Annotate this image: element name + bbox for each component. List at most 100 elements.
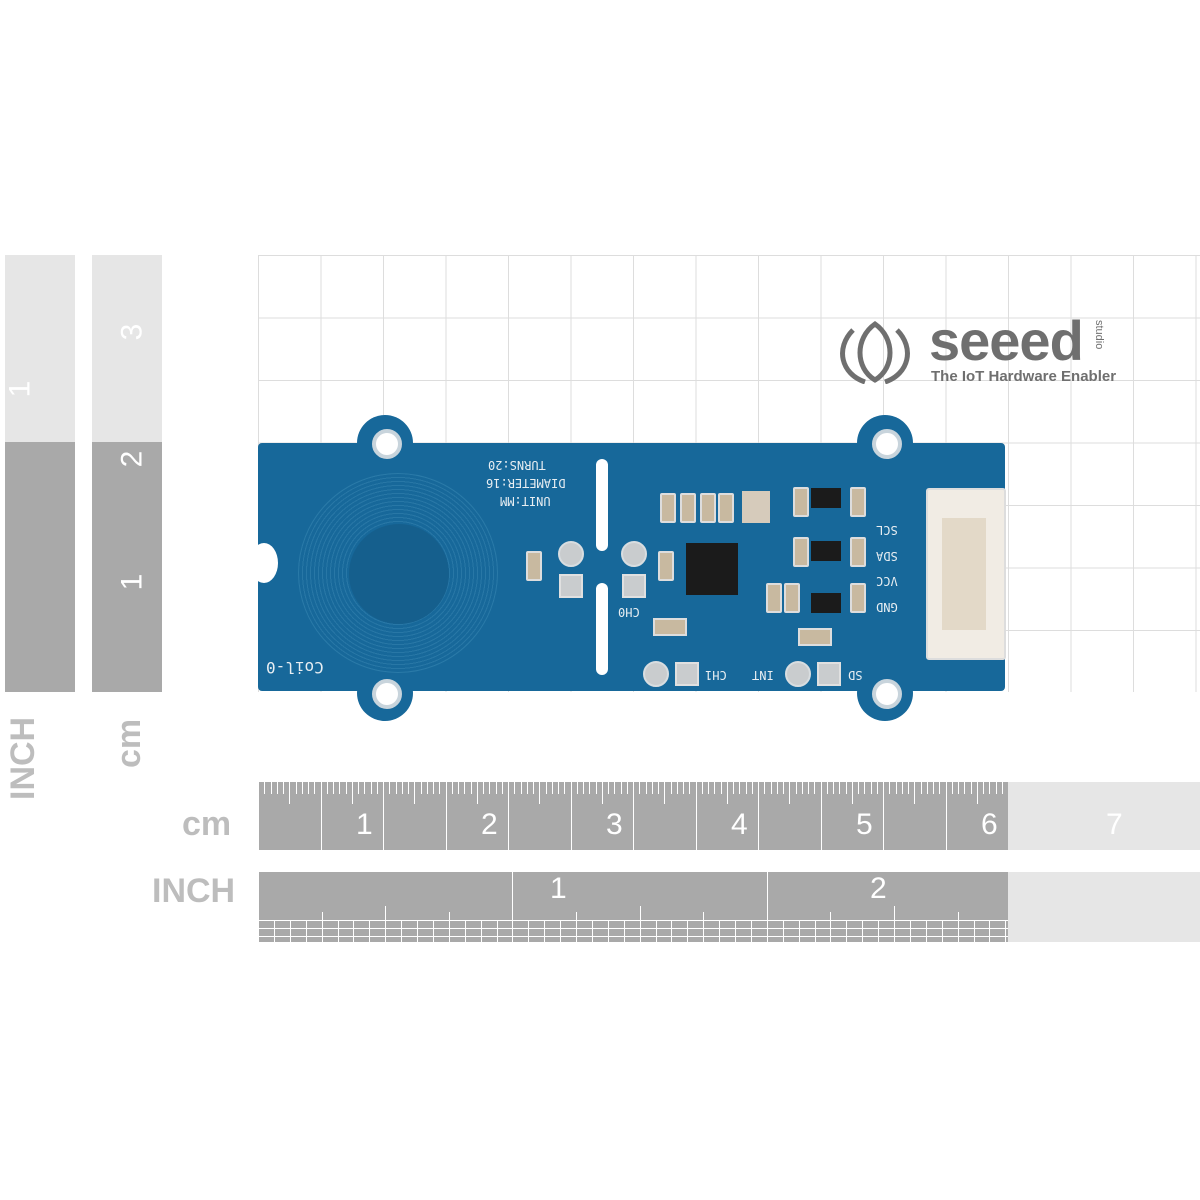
ruler-tick: [258, 872, 259, 942]
ruler-tick: [633, 782, 634, 850]
ruler-tick: [308, 782, 309, 794]
ruler-tick: [939, 782, 941, 794]
ruler-tick: [958, 782, 959, 794]
ruler-tick: [383, 782, 384, 850]
ruler-tick: [301, 782, 303, 794]
ruler-tick: [976, 782, 978, 804]
ch0-pad: [622, 574, 646, 598]
ruler-tick: [439, 782, 441, 794]
ruler-tick: [776, 782, 778, 794]
left-cm-unit: cm: [110, 718, 148, 768]
ruler-tick: [720, 782, 722, 794]
ruler-tick: [539, 782, 541, 804]
ruler-tick: [289, 920, 291, 942]
ruler-tick: [845, 782, 847, 794]
ruler-tick: [745, 782, 747, 794]
ruler-tick: [358, 782, 359, 794]
ruler-tick: [925, 920, 927, 942]
ruler-tick: [337, 920, 339, 942]
ruler-tick: [820, 782, 822, 850]
ruler-tick: [623, 920, 625, 942]
ruler-tick: [739, 782, 741, 794]
inch-label: 1: [550, 872, 567, 905]
sd-label: SD: [848, 668, 863, 682]
ruler-tick: [432, 920, 434, 942]
ruler-tick: [533, 782, 534, 794]
ruler-tick: [683, 782, 684, 794]
ruler-tick: [726, 782, 728, 804]
ruler-tick: [551, 782, 553, 794]
ruler-tick: [689, 782, 691, 794]
ruler-tick: [833, 782, 834, 794]
left-inch-ruler: [5, 442, 75, 692]
ruler-tick: [258, 782, 259, 850]
ruler-tick: [576, 782, 578, 794]
left-cm-ruler-light: [92, 255, 162, 442]
ruler-tick: [339, 782, 341, 794]
ruler-tick: [273, 920, 275, 942]
ruler-tick: [830, 912, 832, 942]
ruler-tick: [639, 906, 641, 942]
ruler-tick: [826, 782, 828, 794]
logo-tagline: The IoT Hardware Enabler: [931, 368, 1117, 385]
sensor-chip: [742, 491, 770, 523]
ruler-tick: [750, 920, 752, 942]
bottom-inch-ruler-light: [1008, 872, 1200, 942]
ruler-tick: [814, 782, 816, 794]
ruler-tick: [289, 782, 291, 804]
ruler-tick: [801, 782, 803, 794]
cm-label: 1: [356, 808, 373, 841]
ch1-pad: [643, 661, 669, 687]
ruler-tick: [385, 906, 387, 942]
ruler-tick: [501, 782, 503, 794]
ruler-tick: [926, 782, 928, 794]
ruler-tick: [583, 782, 584, 794]
ruler-tick: [320, 782, 322, 850]
ruler-tick: [964, 782, 966, 794]
ruler-tick: [353, 920, 355, 942]
slot: [596, 583, 608, 675]
ruler-tick: [839, 782, 841, 794]
ruler-tick: [512, 872, 514, 942]
ruler-tick: [951, 782, 953, 794]
sd-pad: [817, 662, 841, 686]
logo-brand: seeed: [929, 309, 1084, 372]
ruler-tick: [973, 920, 975, 942]
bottom-cm-ruler-light: [1008, 782, 1200, 850]
ruler-tick: [326, 782, 328, 794]
ruler-tick: [719, 920, 721, 942]
ruler-tick: [814, 920, 816, 942]
ruler-tick: [470, 782, 472, 794]
ruler-tick: [945, 782, 947, 850]
ruler-tick: [901, 782, 903, 794]
ruler-tick: [283, 782, 284, 794]
pin-label-vcc: VCC: [876, 574, 898, 588]
ruler-tick: [645, 782, 647, 794]
ruler-tick: [1005, 920, 1007, 942]
ruler-tick: [401, 920, 403, 942]
ruler-tick: [570, 782, 572, 850]
ruler-tick: [333, 782, 334, 794]
ruler-tick: [735, 920, 736, 942]
cm-label: 3: [606, 808, 623, 841]
ruler-tick: [483, 782, 484, 794]
ruler-tick: [764, 782, 766, 794]
pin-label-scl: SCL: [876, 523, 898, 537]
ruler-tick: [808, 782, 809, 794]
ruler-tick: [401, 782, 403, 794]
ruler-tick: [264, 782, 266, 794]
ruler-tick: [989, 920, 991, 942]
ruler-tick: [920, 782, 922, 794]
ruler-tick: [369, 920, 371, 942]
cm-label: 6: [981, 808, 998, 841]
ruler-tick: [607, 920, 609, 942]
ruler-tick: [878, 920, 880, 942]
pcb-board: TURNS:20 DIAMETER:16 UNIT:MM Coil-0 CH0 …: [250, 429, 1006, 709]
ruler-tick: [782, 920, 784, 942]
ruler-tick: [451, 782, 453, 794]
ruler-tick: [858, 782, 859, 794]
mount-hole: [372, 679, 402, 709]
ic-chip: [686, 543, 738, 595]
ruler-tick: [914, 782, 916, 804]
int-label: INT: [752, 668, 774, 682]
